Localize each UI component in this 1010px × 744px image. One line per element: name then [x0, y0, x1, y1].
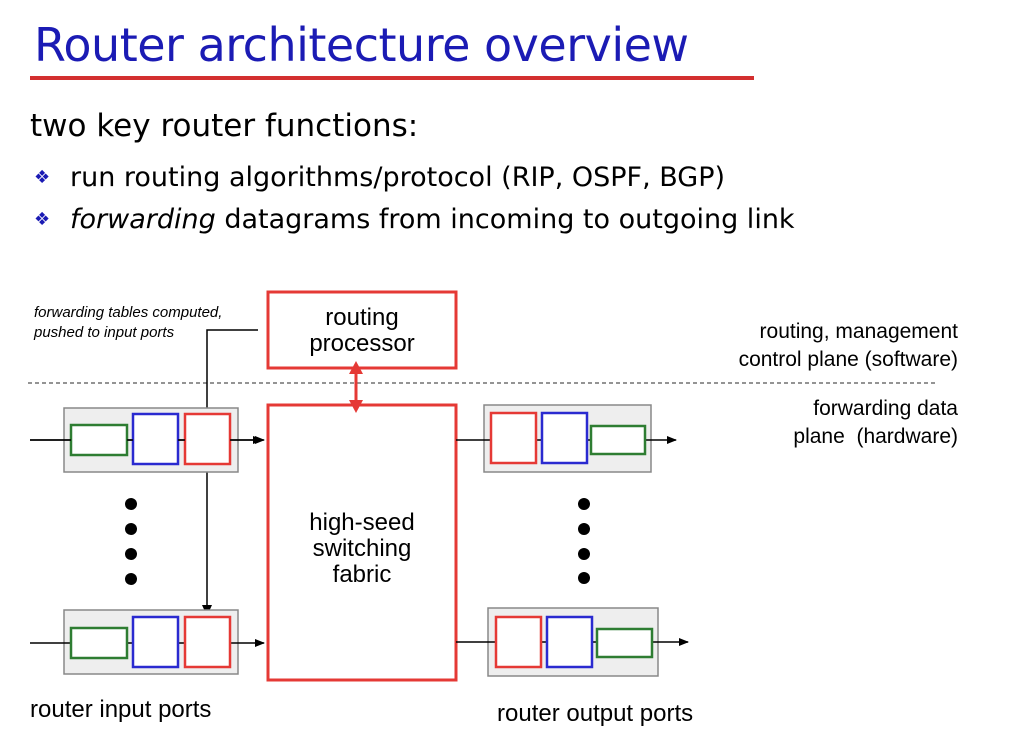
queue-green [69, 626, 129, 660]
label-line: routing [325, 304, 399, 331]
arrow-down-icon [349, 400, 363, 413]
diamond-bullet-icon: ❖ [34, 167, 51, 188]
switching-fabric-box [266, 403, 458, 682]
input-ports-ellipsis [125, 498, 137, 585]
queue-red [489, 411, 538, 465]
queue-red [183, 615, 232, 669]
label-line: switching [312, 535, 412, 562]
routing-processor-box [266, 290, 458, 370]
forwarding-tables-note: forwarding tables computed, pushed to in… [34, 303, 222, 343]
data-plane-label: forwarding data plane (hardware) [793, 395, 958, 451]
page-title: Router architecture overview [34, 18, 689, 72]
queue-red [494, 615, 543, 669]
diamond-bullet-icon: ❖ [34, 209, 51, 230]
queue-green [69, 423, 129, 457]
bullet-emphasis: forwarding [70, 204, 216, 235]
queue-blue [131, 412, 180, 466]
queue-red [183, 412, 232, 466]
label-line: plane (hardware) [793, 425, 958, 448]
output-ports-ellipsis [578, 498, 590, 584]
input-ports-label: router input ports [30, 696, 212, 723]
label-line: forwarding data [813, 397, 958, 420]
routing-processor-label: routing processor [268, 305, 456, 357]
control-plane-label: routing, management control plane (softw… [739, 318, 958, 374]
queue-blue [545, 615, 594, 669]
bullet-item: ❖ forwarding datagrams from incoming to … [34, 204, 795, 235]
bullet-item: ❖ run routing algorithms/protocol (RIP, … [34, 162, 725, 193]
note-line: pushed to input ports [34, 324, 175, 341]
switching-fabric-label: high-seed switching fabric [268, 510, 456, 588]
label-line: control plane (software) [738, 348, 958, 371]
subtitle: two key router functions: [30, 108, 419, 144]
title-underline [30, 76, 754, 80]
output-ports-label: router output ports [497, 700, 694, 727]
forwarding-table-push-line [206, 329, 258, 608]
queue-green [589, 424, 647, 456]
queue-green [595, 627, 654, 659]
bullet-text: datagrams from incoming to outgoing link [215, 204, 795, 235]
label-line: high-seed [309, 509, 415, 536]
queue-blue [540, 411, 589, 465]
bullet-text: run routing algorithms/protocol (RIP, OS… [70, 162, 726, 193]
label-line: routing, management [759, 320, 958, 343]
queue-blue [131, 615, 180, 669]
note-line: forwarding tables computed, [34, 304, 223, 321]
arrow-up-icon [349, 361, 363, 374]
label-line: processor [309, 330, 415, 357]
label-line: fabric [332, 561, 392, 588]
